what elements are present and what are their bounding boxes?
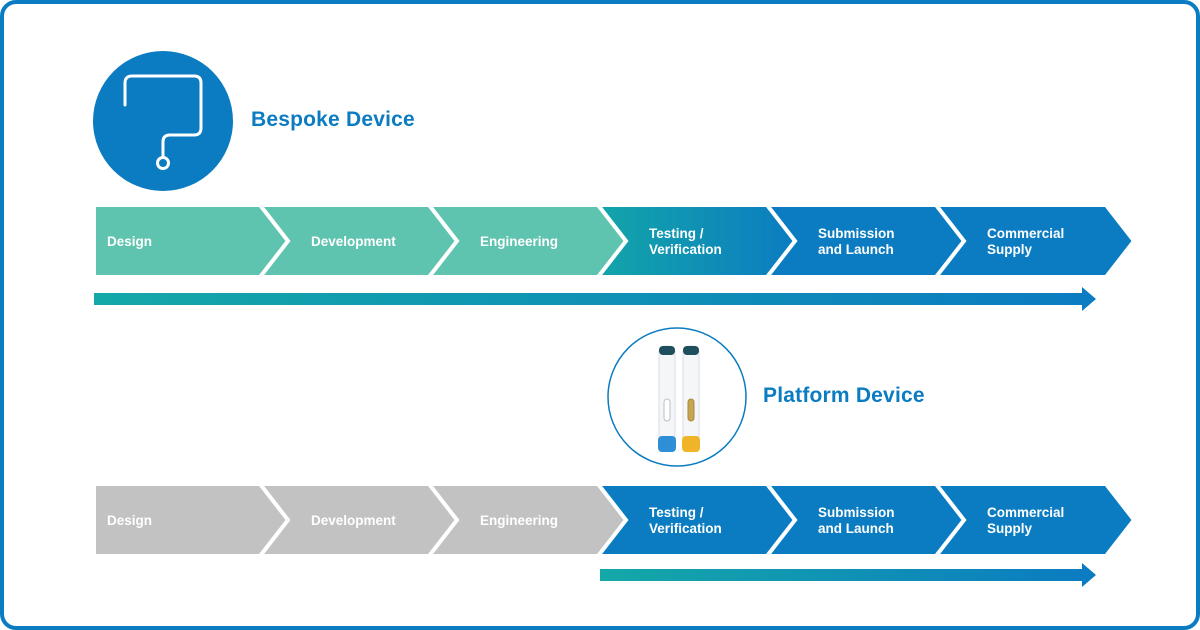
platform-step-6-chevron xyxy=(931,482,1137,558)
platform-step-4-label: Testing /Verification xyxy=(649,505,722,536)
autoinjector-pens-icon xyxy=(607,327,747,467)
question-mark-icon xyxy=(93,51,233,191)
platform-step-1-label: Design xyxy=(107,513,152,528)
platform-process-row: Design Development Engineering Testing /Ver… xyxy=(92,482,1137,558)
bespoke-process-row: Design Development Engineering Testing /Ver… xyxy=(92,203,1137,279)
bespoke-step-4-chevron xyxy=(593,203,799,279)
bespoke-step-4-label: Testing /Verification xyxy=(649,226,722,257)
bespoke-step-1-label: Design xyxy=(107,234,152,249)
platform-step-5-chevron xyxy=(762,482,968,558)
bespoke-timeline-arrow xyxy=(94,287,1096,311)
bespoke-device-title: Bespoke Device xyxy=(251,108,415,131)
platform-step-3-label: Engineering xyxy=(480,513,558,528)
platform-step-2-label: Development xyxy=(311,513,396,528)
platform-step-4-chevron xyxy=(593,482,799,558)
platform-device-title: Platform Device xyxy=(763,384,925,407)
bespoke-step-6-chevron xyxy=(931,203,1137,279)
bespoke-step-3-label: Engineering xyxy=(480,234,558,249)
bespoke-step-2-label: Development xyxy=(311,234,396,249)
platform-timeline-arrow xyxy=(600,563,1096,587)
bespoke-step-5-chevron xyxy=(762,203,968,279)
